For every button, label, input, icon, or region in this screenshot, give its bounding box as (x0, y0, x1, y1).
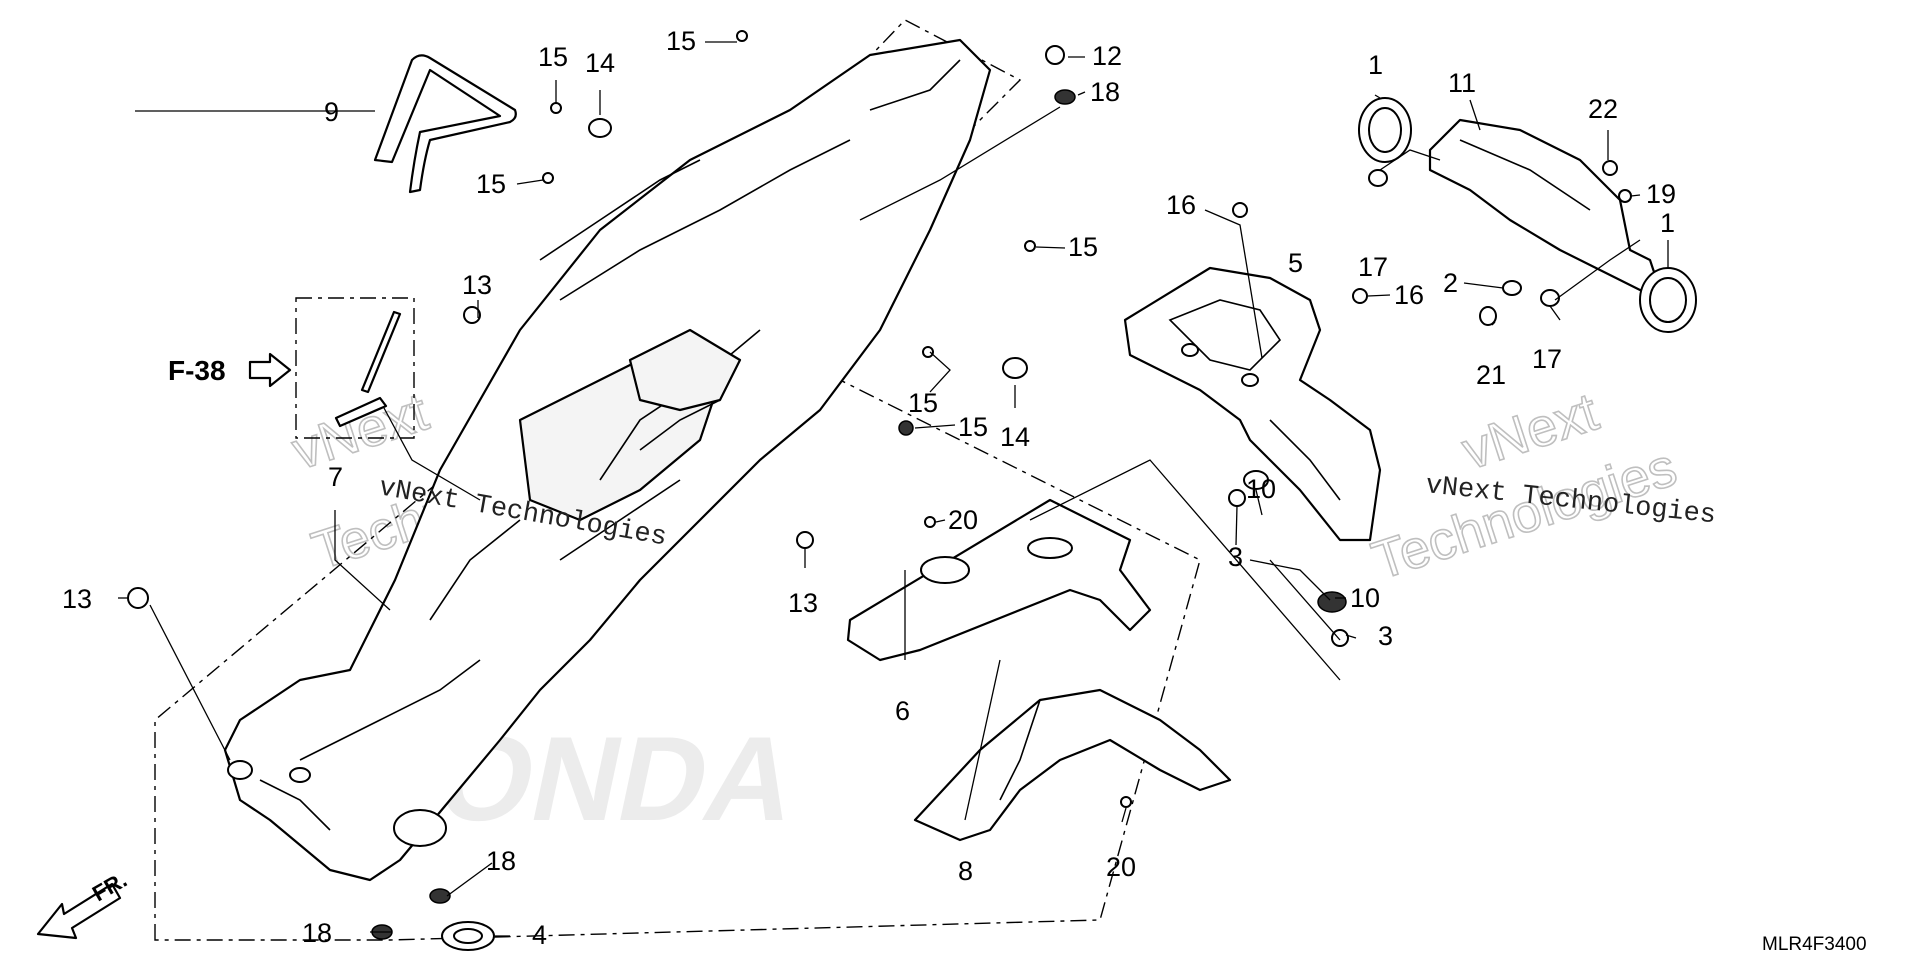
callout-13-left: 13 (462, 270, 492, 300)
callout-10-lower: 10 (1350, 583, 1380, 613)
part-15-screw-b (736, 30, 748, 42)
callout-1-top: 1 (1368, 50, 1383, 80)
callout-3-lower: 3 (1378, 621, 1393, 651)
part-21-collar (1479, 306, 1497, 326)
callout-labels: 1 1 2 3 3 4 5 6 7 8 9 10 10 11 12 13 13 … (62, 26, 1676, 950)
part-8-lower-fender (913, 688, 1232, 842)
part-15-screw-f (898, 420, 914, 436)
section-ref-label: F-38 (168, 355, 226, 386)
callout-7: 7 (328, 462, 343, 492)
callout-18-top: 18 (1090, 77, 1120, 107)
callout-1-right: 1 (1660, 208, 1675, 238)
callout-3-upper: 3 (1228, 542, 1243, 572)
callout-22: 22 (1588, 94, 1618, 124)
callout-15-mid-right: 15 (958, 412, 988, 442)
part-18-nut-mid (429, 888, 451, 904)
part-13-nut-center (796, 531, 814, 549)
leader-lines (118, 41, 1669, 937)
callout-15-upper-left: 15 (538, 42, 568, 72)
callout-18-mid: 18 (486, 846, 516, 876)
callout-15-left: 15 (476, 169, 506, 199)
part-9-band (373, 54, 517, 194)
callout-6: 6 (895, 696, 910, 726)
part-22-bolt (1602, 160, 1618, 176)
part-16-bolt-right (1352, 288, 1368, 304)
callout-18-bottom: 18 (302, 918, 332, 948)
part-11-license-bracket (1428, 118, 1662, 292)
callout-9: 9 (324, 97, 339, 127)
hardware-layer (127, 30, 1632, 940)
callout-20-lower: 20 (1106, 852, 1136, 882)
part-7-rear-frame (223, 38, 992, 882)
part-3-collar-upper (1228, 489, 1246, 507)
callout-11: 11 (1448, 68, 1476, 98)
callout-15-mid: 15 (908, 388, 938, 418)
front-direction-indicator: FR. (36, 867, 131, 940)
part-6-bracket (846, 498, 1152, 662)
callout-4: 4 (532, 920, 547, 950)
part-17-nut-bottom (1540, 289, 1560, 307)
part-20-screw-upper (924, 516, 936, 528)
callout-13-far-left: 13 (62, 584, 92, 614)
part-19-nut (1618, 189, 1632, 203)
part-5-rear-fender-upper (1123, 266, 1382, 542)
callout-21: 21 (1476, 360, 1506, 390)
part-12-bolt (1045, 45, 1065, 65)
callout-15-top: 15 (666, 26, 696, 56)
front-arrow-icon (36, 882, 122, 940)
callout-20-upper: 20 (948, 505, 978, 535)
callout-5: 5 (1288, 248, 1303, 278)
callout-15-right: 15 (1068, 232, 1098, 262)
part-15-screw-d (1024, 240, 1036, 252)
callout-8: 8 (958, 856, 973, 886)
part-15-screw-c (542, 172, 554, 184)
part-14-bolt-top (588, 118, 612, 138)
part-3-collar-lower (1331, 629, 1349, 647)
callout-10-upper: 10 (1246, 474, 1276, 504)
callout-17-right: 17 (1532, 344, 1562, 374)
part-15-screw-e (922, 346, 934, 358)
callout-16-top: 16 (1166, 190, 1196, 220)
part-13-nut-far-left (127, 587, 149, 609)
part-15-screw-a (550, 102, 562, 114)
callout-14-mid: 14 (1000, 422, 1030, 452)
part-14-bolt-mid (1002, 357, 1028, 379)
section-ref-f38: F-38 (168, 297, 481, 501)
watermark-big-a-line1: vNext (285, 382, 435, 482)
part-10-grommet-upper (1243, 470, 1269, 490)
callout-19: 19 (1646, 179, 1676, 209)
diagram-code: MLR4F3400 (1762, 934, 1867, 955)
part-2-clip (1502, 280, 1522, 296)
part-17-nut-top (1368, 169, 1388, 187)
f38-arrow-icon (248, 352, 292, 388)
part-20-screw-lower (1120, 796, 1132, 808)
callout-17-left: 17 (1358, 252, 1388, 282)
callout-13-center: 13 (788, 588, 818, 618)
part-16-bolt-top (1232, 202, 1248, 218)
callout-12: 12 (1092, 41, 1122, 71)
part-10-grommet-lower (1317, 591, 1347, 613)
callout-16-right: 16 (1394, 280, 1424, 310)
callout-14-top: 14 (585, 48, 615, 78)
part-13-nut-left (463, 306, 481, 324)
part-18-nut-top (1054, 89, 1076, 105)
callout-2: 2 (1443, 268, 1458, 298)
